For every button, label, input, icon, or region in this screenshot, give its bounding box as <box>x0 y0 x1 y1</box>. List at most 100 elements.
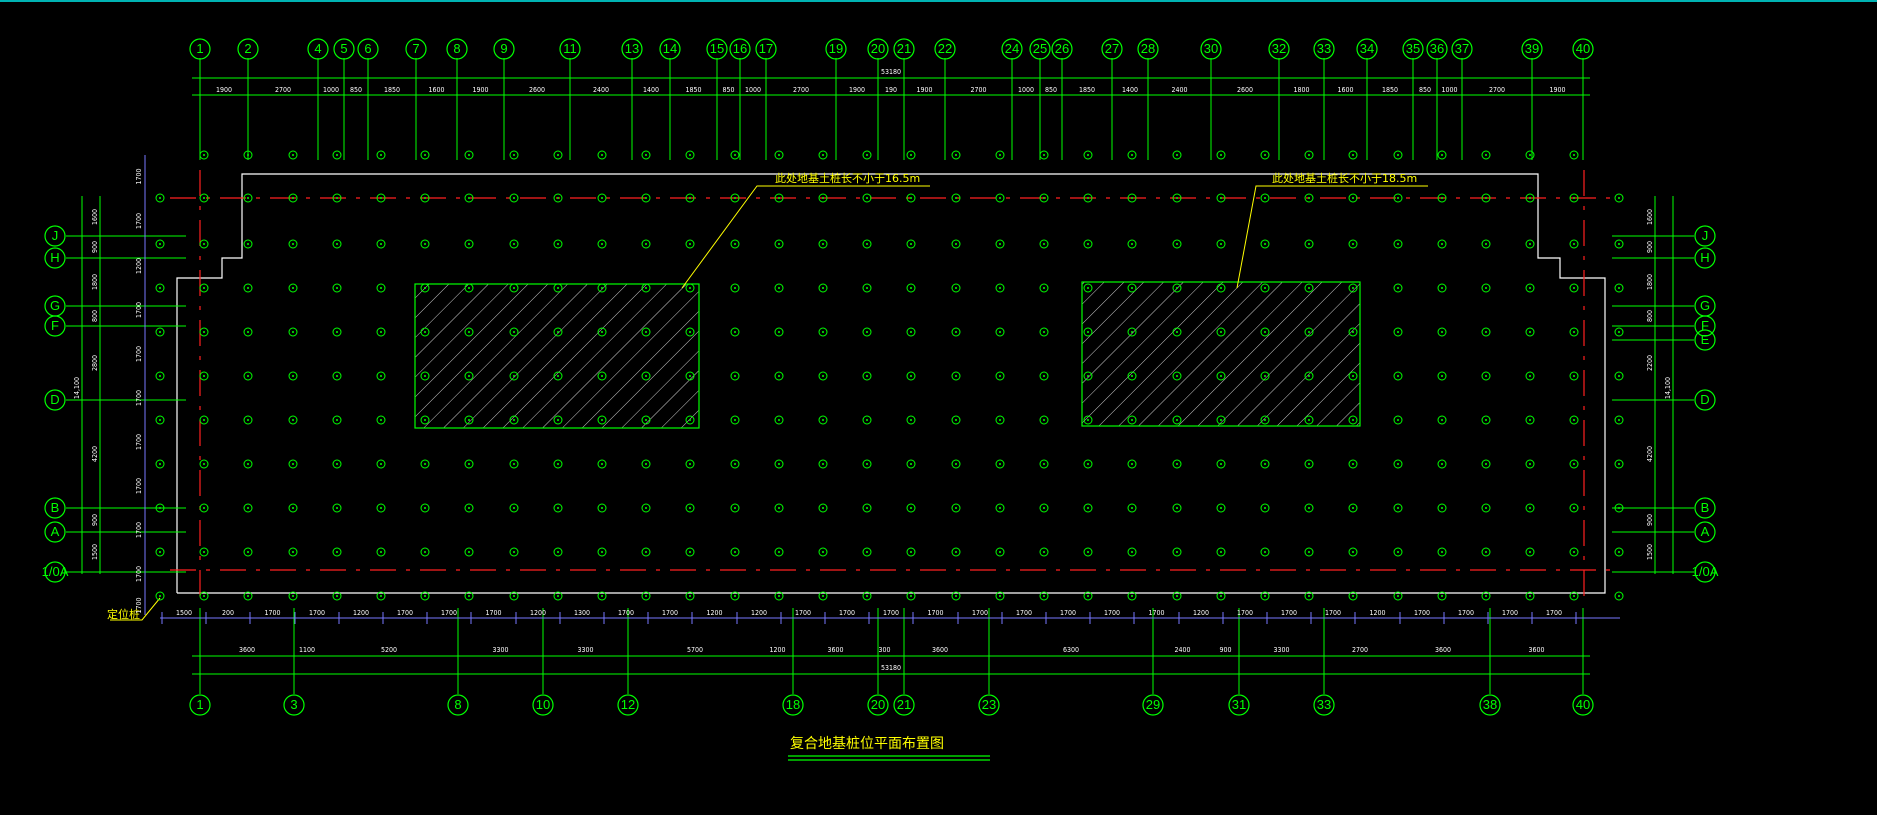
top-axis-bubble[interactable] <box>333 38 355 60</box>
pile-marker <box>818 415 828 425</box>
top-axis-bubble[interactable] <box>189 38 211 60</box>
left-axis-bubble[interactable] <box>44 521 66 543</box>
top-axis-bubble[interactable] <box>493 38 515 60</box>
pile-center <box>1485 154 1487 156</box>
top-axis-bubble[interactable] <box>893 38 915 60</box>
pile-center <box>645 595 647 597</box>
top-axis-bubble[interactable] <box>755 38 777 60</box>
bottom-axis-bubble[interactable] <box>1572 694 1594 716</box>
top-axis-bubble[interactable] <box>357 38 379 60</box>
left-axis-bubble[interactable] <box>44 247 66 269</box>
right-axis-bubble[interactable] <box>1694 329 1716 351</box>
right-axis-bubble[interactable] <box>1694 521 1716 543</box>
bottom-axis-bubble[interactable] <box>283 694 305 716</box>
pile-marker <box>1348 459 1358 469</box>
bottom-axis-label: 40 <box>1576 697 1590 712</box>
bottom-axis-bubble[interactable] <box>893 694 915 716</box>
pile-center <box>1618 507 1620 509</box>
top-axis-bubble[interactable] <box>1313 38 1335 60</box>
bottom-axis-bubble[interactable] <box>978 694 1000 716</box>
pile-marker <box>332 283 342 293</box>
top-axis-bubble[interactable] <box>1402 38 1424 60</box>
top-axis-bubble[interactable] <box>1001 38 1023 60</box>
bottom-axis-bubble[interactable] <box>1228 694 1250 716</box>
pile-center <box>1043 463 1045 465</box>
top-axis-bubble[interactable] <box>1356 38 1378 60</box>
left-axis-bubble[interactable] <box>44 497 66 519</box>
bottom-axis-bubble[interactable] <box>532 694 554 716</box>
pile-marker <box>995 503 1005 513</box>
pile-center <box>1573 507 1575 509</box>
top-axis-bubble[interactable] <box>446 38 468 60</box>
pile-center <box>557 463 559 465</box>
bottom-axis-label: 8 <box>454 697 461 712</box>
pile-center <box>247 375 249 377</box>
top-axis-bubble[interactable] <box>1029 38 1051 60</box>
bottom-dim-row1-label: 1700 <box>795 609 811 617</box>
pile-center <box>1529 595 1531 597</box>
pile-marker <box>774 327 784 337</box>
bottom-axis-bubble[interactable] <box>447 694 469 716</box>
pile-center <box>1529 375 1531 377</box>
pile-center <box>1397 551 1399 553</box>
top-axis-bubble[interactable] <box>934 38 956 60</box>
top-axis-bubble[interactable] <box>867 38 889 60</box>
top-axis-bubble[interactable] <box>1268 38 1290 60</box>
pile-marker <box>243 283 253 293</box>
top-axis-bubble[interactable] <box>405 38 427 60</box>
bottom-axis-bubble[interactable] <box>1479 694 1501 716</box>
pile-center <box>1176 197 1178 199</box>
top-axis-bubble[interactable] <box>659 38 681 60</box>
bottom-axis-bubble[interactable] <box>1142 694 1164 716</box>
top-axis-bubble[interactable] <box>237 38 259 60</box>
right-axis-bubble[interactable] <box>1694 497 1716 519</box>
bottom-axis-bubble[interactable] <box>617 694 639 716</box>
top-axis-bubble[interactable] <box>1051 38 1073 60</box>
pile-marker <box>1127 239 1137 249</box>
top-axis-bubble[interactable] <box>729 38 751 60</box>
top-axis-bubble[interactable] <box>307 38 329 60</box>
right-axis-bubble[interactable] <box>1694 561 1716 583</box>
pile-marker <box>553 283 563 293</box>
right-axis-bubble[interactable] <box>1694 315 1716 337</box>
pile-center <box>1397 463 1399 465</box>
right-axis-label: 1/0A <box>1692 564 1719 579</box>
pile-marker <box>1481 371 1491 381</box>
top-axis-bubble[interactable] <box>559 38 581 60</box>
bottom-axis-bubble[interactable] <box>189 694 211 716</box>
top-dim-label: 1850 <box>1382 86 1398 94</box>
bottom-dim-row1-label: 1700 <box>927 609 943 617</box>
top-axis-bubble[interactable] <box>1451 38 1473 60</box>
pile-center <box>1308 197 1310 199</box>
right-axis-bubble[interactable] <box>1694 389 1716 411</box>
top-axis-bubble[interactable] <box>1521 38 1543 60</box>
right-axis-bubble[interactable] <box>1694 247 1716 269</box>
hatch-zone-left <box>414 283 700 429</box>
bottom-axis-bubble[interactable] <box>867 694 889 716</box>
bottom-axis-bubble[interactable] <box>782 694 804 716</box>
top-axis-bubble[interactable] <box>706 38 728 60</box>
left-axis-bubble[interactable] <box>44 389 66 411</box>
top-axis-bubble[interactable] <box>1101 38 1123 60</box>
pile-marker <box>288 459 298 469</box>
pile-center <box>1529 154 1531 156</box>
pile-marker <box>906 591 916 601</box>
right-axis-bubble[interactable] <box>1694 225 1716 247</box>
top-axis-bubble[interactable] <box>1572 38 1594 60</box>
left-axis-bubble[interactable] <box>44 561 66 583</box>
top-axis-bubble[interactable] <box>1200 38 1222 60</box>
pile-center <box>1441 375 1443 377</box>
pile-center <box>1397 375 1399 377</box>
top-axis-bubble[interactable] <box>1137 38 1159 60</box>
bottom-axis-bubble[interactable] <box>1313 694 1335 716</box>
left-axis-bubble[interactable] <box>44 315 66 337</box>
pile-marker <box>730 283 740 293</box>
top-axis-bubble[interactable] <box>825 38 847 60</box>
pile-marker <box>1481 239 1491 249</box>
top-axis-bubble[interactable] <box>621 38 643 60</box>
left-axis-bubble[interactable] <box>44 225 66 247</box>
pile-center <box>1618 375 1620 377</box>
top-axis-bubble[interactable] <box>1426 38 1448 60</box>
bottom-dim-row2-label: 2400 <box>1174 646 1190 654</box>
